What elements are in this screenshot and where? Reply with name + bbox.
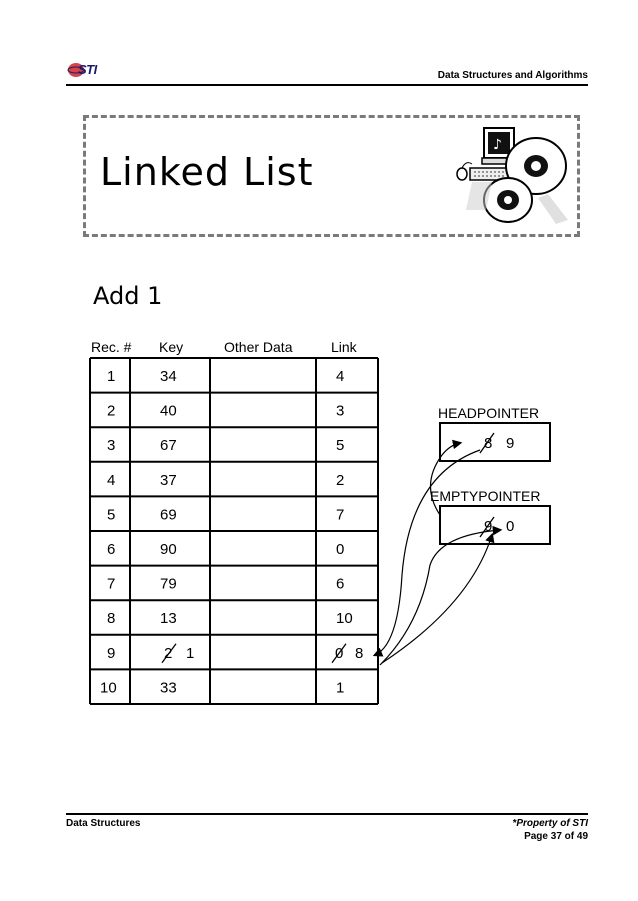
cell-key: 1	[186, 645, 194, 662]
cell-key: 33	[160, 679, 177, 696]
cell-key: 13	[160, 610, 177, 627]
emptypointer-box	[439, 505, 551, 545]
header-key: Key	[159, 339, 183, 355]
headpointer-new-value: 9	[506, 435, 514, 452]
cell-rec: 6	[107, 541, 115, 558]
cell-rec: 9	[107, 645, 115, 662]
cell-rec: 8	[107, 610, 115, 627]
cell-link: 10	[336, 610, 353, 627]
link-strike	[331, 643, 347, 664]
cell-rec: 3	[107, 437, 115, 454]
cell-key: 79	[160, 576, 177, 593]
table-rows: 1344240336754372569769007796813109210810…	[100, 368, 363, 696]
header-rec: Rec. #	[91, 339, 132, 355]
slide-title: Linked List	[100, 150, 314, 194]
cell-link: 5	[336, 437, 344, 454]
cell-link: 7	[336, 506, 344, 523]
cell-link: 3	[336, 403, 344, 420]
computer-disc-clipart: ♪	[456, 127, 568, 224]
cell-key: 69	[160, 506, 177, 523]
footer-page-number: Page 37 of 49	[524, 831, 588, 842]
arrow-rec9-to-emptypointer	[381, 532, 495, 664]
cell-rec: 2	[107, 403, 115, 420]
cell-link: 6	[336, 576, 344, 593]
cell-key: 90	[160, 541, 177, 558]
title-box	[83, 115, 580, 237]
arrow-empty-to-head	[429, 439, 463, 516]
cell-key: 67	[160, 437, 177, 454]
cell-link: 0	[336, 541, 344, 558]
cell-link: 1	[336, 679, 344, 696]
cell-rec: 4	[107, 472, 115, 489]
cell-link: 4	[336, 368, 344, 385]
cell-key: 37	[160, 472, 177, 489]
footer-property: *Property of STI	[512, 818, 588, 829]
cell-rec: 7	[107, 576, 115, 593]
footer-course: Data Structures	[66, 818, 141, 829]
cell-key: 40	[160, 403, 177, 420]
table-grid	[89, 357, 379, 705]
emptypointer-strike	[479, 516, 495, 538]
header-divider	[66, 84, 588, 86]
footer-divider	[66, 813, 588, 815]
slide-subtitle: Add 1	[93, 282, 163, 310]
emptypointer-old-value: 9	[484, 518, 492, 535]
cell-link: 8	[355, 645, 363, 662]
sti-logo	[67, 63, 85, 77]
svg-text:♪: ♪	[493, 137, 502, 153]
key-strike	[161, 643, 177, 664]
headpointer-strike	[479, 432, 495, 454]
logo-text: STI	[78, 62, 97, 77]
cell-rec: 5	[107, 506, 115, 523]
emptypointer-new-value: 0	[506, 518, 514, 535]
cell-key-struck: 2	[164, 645, 172, 662]
cell-rec: 10	[100, 679, 117, 696]
header-link: Link	[331, 339, 358, 355]
document-title: Data Structures and Algorithms	[437, 70, 588, 81]
headpointer-old-value: 8	[484, 435, 492, 452]
arrow-rec9-to-empty	[379, 525, 503, 666]
headpointer-label: HEADPOINTER	[438, 405, 539, 421]
cell-rec: 1	[107, 368, 115, 385]
header-other-data: Other Data	[224, 339, 293, 355]
headpointer-box	[439, 422, 551, 462]
cell-link: 2	[336, 472, 344, 489]
arrow-head-to-rec9	[372, 449, 481, 657]
emptypointer-label: EMPTYPOINTER	[430, 488, 540, 504]
cell-key: 34	[160, 368, 177, 385]
